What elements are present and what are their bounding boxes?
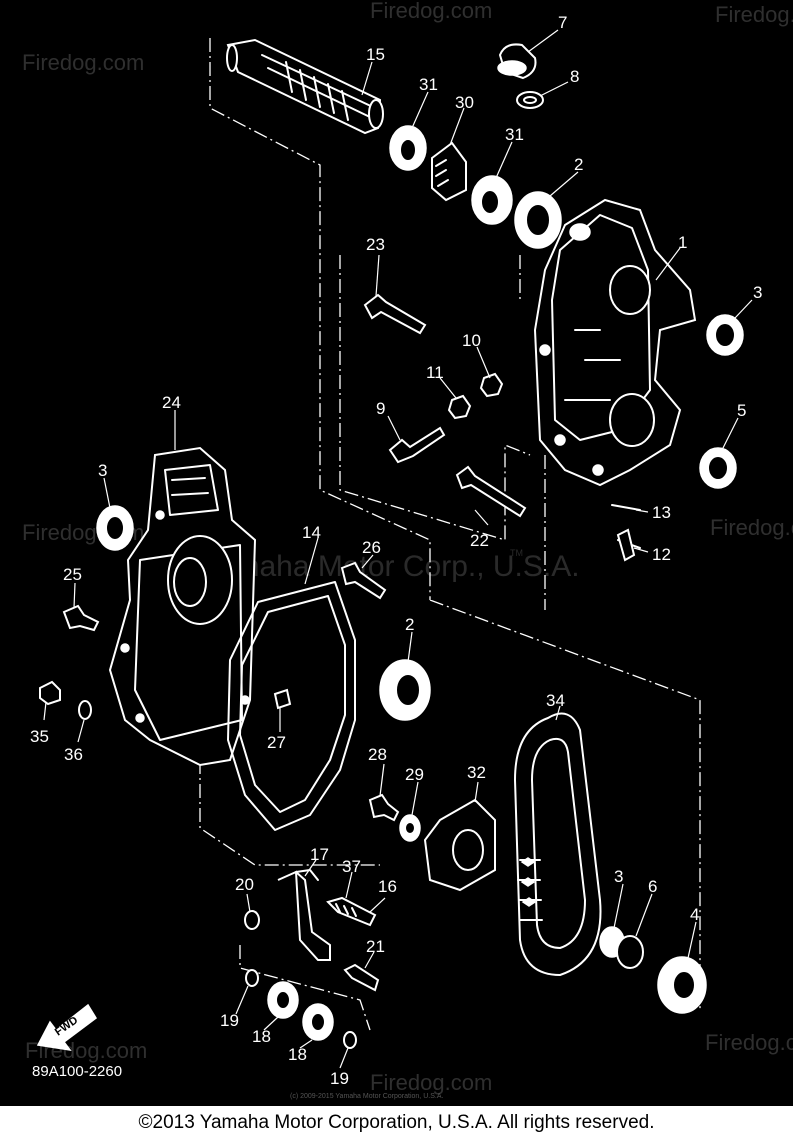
callout-25: 25	[63, 565, 82, 584]
callout-32: 32	[467, 763, 486, 782]
watermark-text: Firedog.com	[705, 1030, 793, 1055]
bolt-parts	[363, 293, 641, 562]
small-fastener-parts	[39, 561, 387, 720]
chain-case-cover-part	[108, 446, 257, 767]
exploded-parts-diagram: Firedog.com Firedog.com Firedog.com Fire…	[22, 0, 793, 1100]
watermark-text: Firedog.com	[370, 1070, 492, 1095]
callout-10: 10	[462, 331, 481, 350]
callout-23: 23	[366, 235, 385, 254]
watermark-text: Firedog.com	[710, 515, 793, 540]
drive-chain-part	[513, 712, 602, 977]
watermark-text: Firedog.com	[715, 2, 793, 27]
callout-3: 3	[753, 283, 762, 302]
diagram-part-code: 89A100-2260	[32, 1063, 122, 1080]
assembly-guide-lines	[199, 38, 701, 1031]
callout-7: 7	[558, 13, 567, 32]
callout-20: 20	[235, 875, 254, 894]
chain-case-housing-part	[533, 198, 697, 487]
bearing-and-gear-parts	[389, 125, 562, 249]
callout-4: 4	[690, 905, 699, 924]
callout-16: 16	[378, 877, 397, 896]
watermark-layer: Firedog.com Firedog.com Firedog.com Fire…	[22, 0, 793, 1095]
callout-3: 3	[614, 867, 623, 886]
callout-2: 2	[574, 155, 583, 174]
trademark-mark: TM	[510, 548, 523, 558]
watermark-text: Firedog.com	[370, 0, 492, 23]
washer-and-roller-parts	[245, 969, 357, 1049]
oil-seal-parts	[699, 314, 744, 489]
callout-26: 26	[362, 538, 381, 557]
callout-30: 30	[455, 93, 474, 112]
cap-and-ring-parts	[497, 43, 544, 109]
callout-36: 36	[64, 745, 83, 764]
callout-34: 34	[546, 691, 565, 710]
gasket-part	[227, 581, 356, 831]
callout-31: 31	[505, 125, 524, 144]
sprocket-parts	[368, 793, 496, 892]
callout-numbers: 15 7 8 31 30 31 2 1 3 23 10 11 9 5 24 3 …	[30, 13, 762, 1088]
copyright-footer: ©2013 Yamaha Motor Corporation, U.S.A. A…	[0, 1106, 793, 1139]
callout-35: 35	[30, 727, 49, 746]
callout-21: 21	[366, 937, 385, 956]
callout-18: 18	[288, 1045, 307, 1064]
left-oil-seal-part	[96, 505, 134, 551]
center-watermark: Yamaha Motor Corp., U.S.A.	[200, 550, 580, 583]
callout-19: 19	[330, 1069, 349, 1088]
callout-37: 37	[342, 857, 361, 876]
callout-14: 14	[302, 523, 321, 542]
callout-8: 8	[570, 67, 579, 86]
callout-24: 24	[162, 393, 181, 412]
callout-1: 1	[678, 233, 687, 252]
callout-3: 3	[98, 461, 107, 480]
copyright-text: ©2013 Yamaha Motor Corporation, U.S.A. A…	[138, 1111, 655, 1133]
callout-31: 31	[419, 75, 438, 94]
callout-18: 18	[252, 1027, 271, 1046]
small-copyright-notice: (c) 2009-2015 Yamaha Motor Corporation, …	[290, 1093, 443, 1100]
tensioner-parts	[244, 869, 380, 992]
lower-right-bearing-parts	[599, 926, 707, 1014]
callout-13: 13	[652, 503, 671, 522]
callout-12: 12	[652, 545, 671, 564]
callout-22: 22	[470, 531, 489, 550]
center-bearing-part	[379, 659, 431, 721]
callout-9: 9	[376, 399, 385, 418]
callout-27: 27	[267, 733, 286, 752]
callout-5: 5	[737, 401, 746, 420]
callout-15: 15	[366, 45, 385, 64]
callout-29: 29	[405, 765, 424, 784]
leader-lines	[43, 29, 753, 1069]
callout-19: 19	[220, 1011, 239, 1030]
watermark-text: Firedog.com	[22, 50, 144, 75]
callout-6: 6	[648, 877, 657, 896]
callout-17: 17	[310, 845, 329, 864]
callout-2: 2	[405, 615, 414, 634]
callout-11: 11	[426, 363, 444, 382]
callout-28: 28	[368, 745, 387, 764]
primary-shaft-part	[226, 38, 384, 135]
